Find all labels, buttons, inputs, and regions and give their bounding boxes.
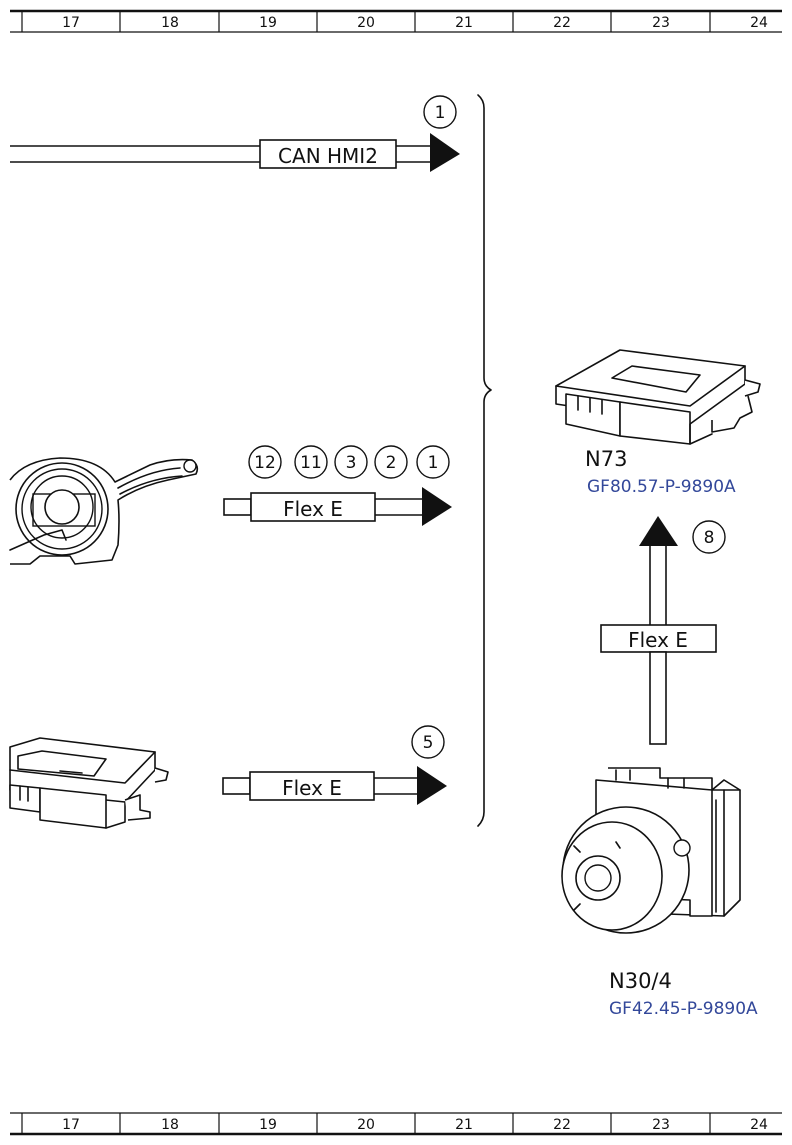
flex-e-low-signal: Flex E 5 <box>222 725 447 805</box>
ruler-col-24: 24 <box>750 1117 768 1133</box>
marker-circle: 12 <box>254 453 276 473</box>
n73-name: N73 <box>585 447 627 471</box>
arrow-head-icon <box>417 766 447 805</box>
n73-control-unit-icon <box>555 349 761 445</box>
ruler-col-23: 23 <box>652 15 670 31</box>
n30-4-ref-link[interactable]: GF42.45-P-9890A <box>609 999 758 1019</box>
bottom-ruler: 17 18 19 20 21 22 23 24 <box>10 1112 782 1136</box>
flex-e-vertical-signal: Flex E 8 <box>600 516 726 745</box>
flex-e-mid-signal: Flex E 12 11 3 2 1 <box>223 445 452 526</box>
ruler-col-22: 22 <box>553 15 571 31</box>
arrow-head-icon <box>639 516 678 546</box>
ruler-col-18: 18 <box>161 15 179 31</box>
ruler-col-20: 20 <box>357 15 375 31</box>
n73-ref-link[interactable]: GF80.57-P-9890A <box>587 477 736 497</box>
steering-clock-spring-icon <box>9 457 199 565</box>
flex-e-low-label: Flex E <box>282 776 342 800</box>
control-unit-left-icon <box>9 737 169 829</box>
marker-circle: 1 <box>435 103 446 123</box>
flex-e-vertical-label: Flex E <box>628 628 688 652</box>
marker-circle: 11 <box>300 453 322 473</box>
brace-bracket <box>477 94 492 827</box>
marker-circle: 8 <box>704 528 715 548</box>
marker-circle: 2 <box>386 453 397 473</box>
marker-circle: 5 <box>423 733 434 753</box>
can-hmi2-label: CAN HMI2 <box>278 144 378 168</box>
ruler-col-18: 18 <box>161 1117 179 1133</box>
ruler-col-19: 19 <box>259 15 277 31</box>
arrow-head-icon <box>430 133 460 172</box>
can-hmi2-signal: CAN HMI2 1 <box>10 95 460 172</box>
marker-circle: 1 <box>428 453 439 473</box>
ruler-col-17: 17 <box>62 1117 80 1133</box>
n30-4-module-icon <box>561 767 741 934</box>
n30-4-name: N30/4 <box>609 969 672 993</box>
ruler-col-21: 21 <box>455 1117 473 1133</box>
ruler-col-23: 23 <box>652 1117 670 1133</box>
flex-e-mid-label: Flex E <box>283 497 343 521</box>
ruler-col-21: 21 <box>455 15 473 31</box>
arrow-head-icon <box>422 487 452 526</box>
ruler-col-20: 20 <box>357 1117 375 1133</box>
ruler-col-17: 17 <box>62 15 80 31</box>
ruler-col-19: 19 <box>259 1117 277 1133</box>
ruler-col-22: 22 <box>553 1117 571 1133</box>
ruler-col-24: 24 <box>750 15 768 31</box>
marker-circle: 3 <box>346 453 357 473</box>
top-ruler: 17 18 19 20 21 22 23 24 <box>10 9 782 33</box>
